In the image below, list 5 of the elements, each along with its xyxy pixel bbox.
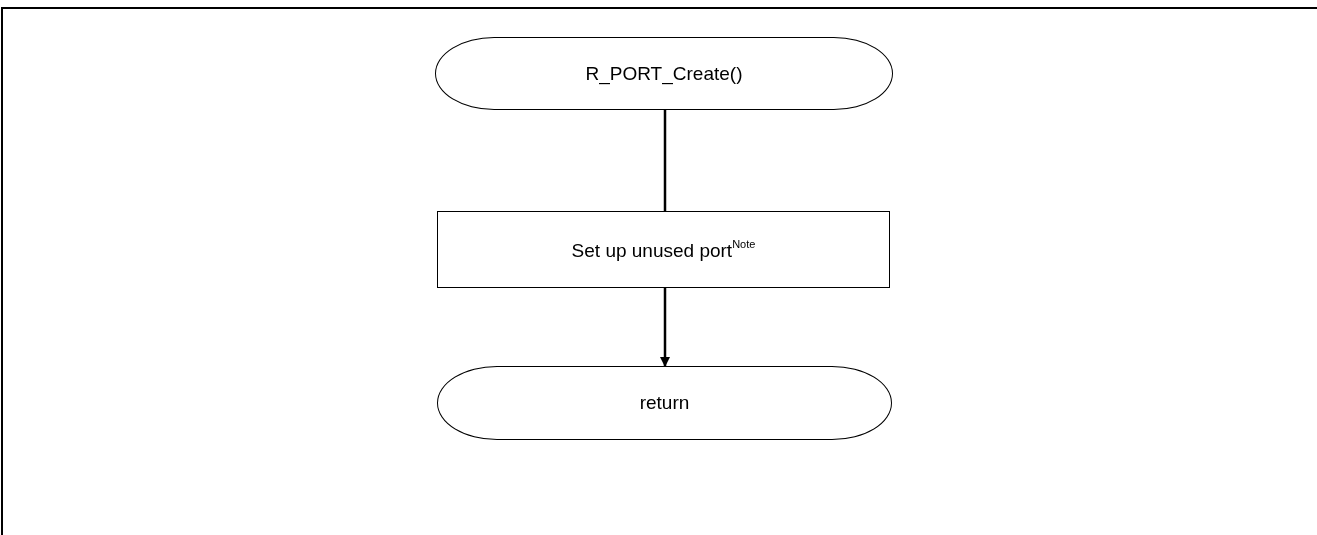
node-label: Set up unused port$^{Note}$	[571, 237, 756, 262]
process-box	[437, 211, 890, 288]
arrow	[660, 288, 670, 367]
node-label: R_PORT_Create()	[585, 62, 743, 85]
node-label: return	[639, 392, 690, 414]
